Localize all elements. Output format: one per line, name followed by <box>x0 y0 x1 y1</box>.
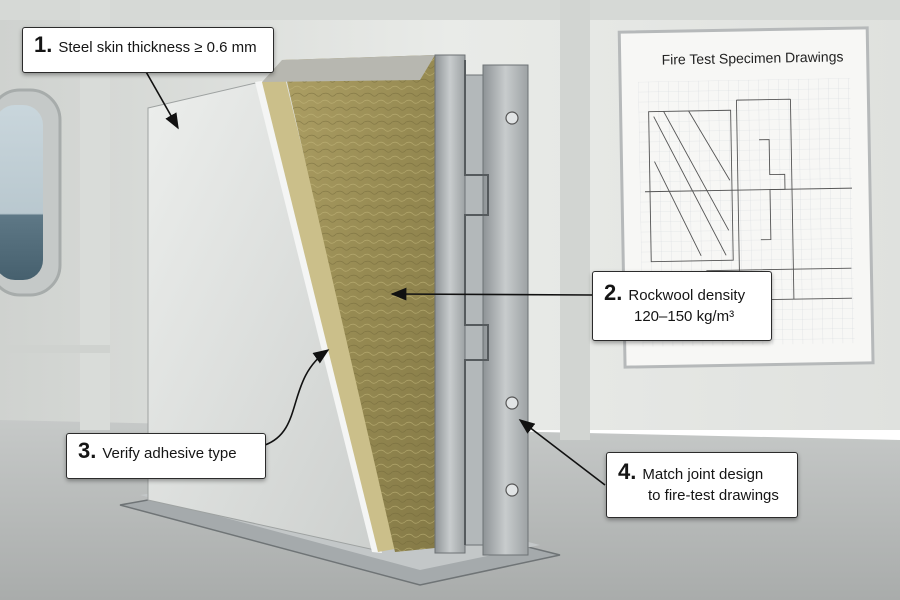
callout-text-line2: to fire-test drawings <box>648 487 779 504</box>
callout-text: Verify adhesive type <box>102 445 237 462</box>
joint-plate-2 <box>464 74 484 546</box>
callout-number: 4. <box>618 459 637 484</box>
leader-3 <box>264 349 330 446</box>
joint-plate-3 <box>482 64 529 556</box>
core-top <box>262 55 435 82</box>
joint-plate-1 <box>434 54 466 554</box>
callout-joint-design: 4. Match joint design to fire-test drawin… <box>606 452 798 518</box>
callout-number: 3. <box>78 438 97 463</box>
skirting-left <box>0 345 110 353</box>
callout-number: 2. <box>604 280 623 305</box>
drawing-board-title: Fire Test Specimen Drawings <box>661 48 844 68</box>
ceiling-strip <box>0 0 900 20</box>
porthole-glass <box>0 105 43 280</box>
joint-profile-line <box>464 60 489 545</box>
right-pillar <box>560 0 590 440</box>
callout-text: Rockwool density <box>628 287 746 304</box>
callout-text-line2: 120–150 kg/m³ <box>634 308 735 325</box>
bolts <box>505 111 519 497</box>
leader-2 <box>390 287 593 301</box>
callout-adhesive: 3. Verify adhesive type <box>66 433 266 479</box>
callout-number: 1. <box>34 32 53 57</box>
callout-text: Steel skin thickness ≥ 0.6 mm <box>58 39 257 56</box>
leader-1 <box>144 69 179 130</box>
adhesive-layer <box>262 78 400 552</box>
callout-rockwool: 2. Rockwool density 120–150 kg/m³ <box>592 271 772 341</box>
callout-steel-skin: 1. Steel skin thickness ≥ 0.6 mm <box>22 27 274 73</box>
leader-4 <box>518 419 606 486</box>
callout-text: Match joint design <box>642 466 764 483</box>
